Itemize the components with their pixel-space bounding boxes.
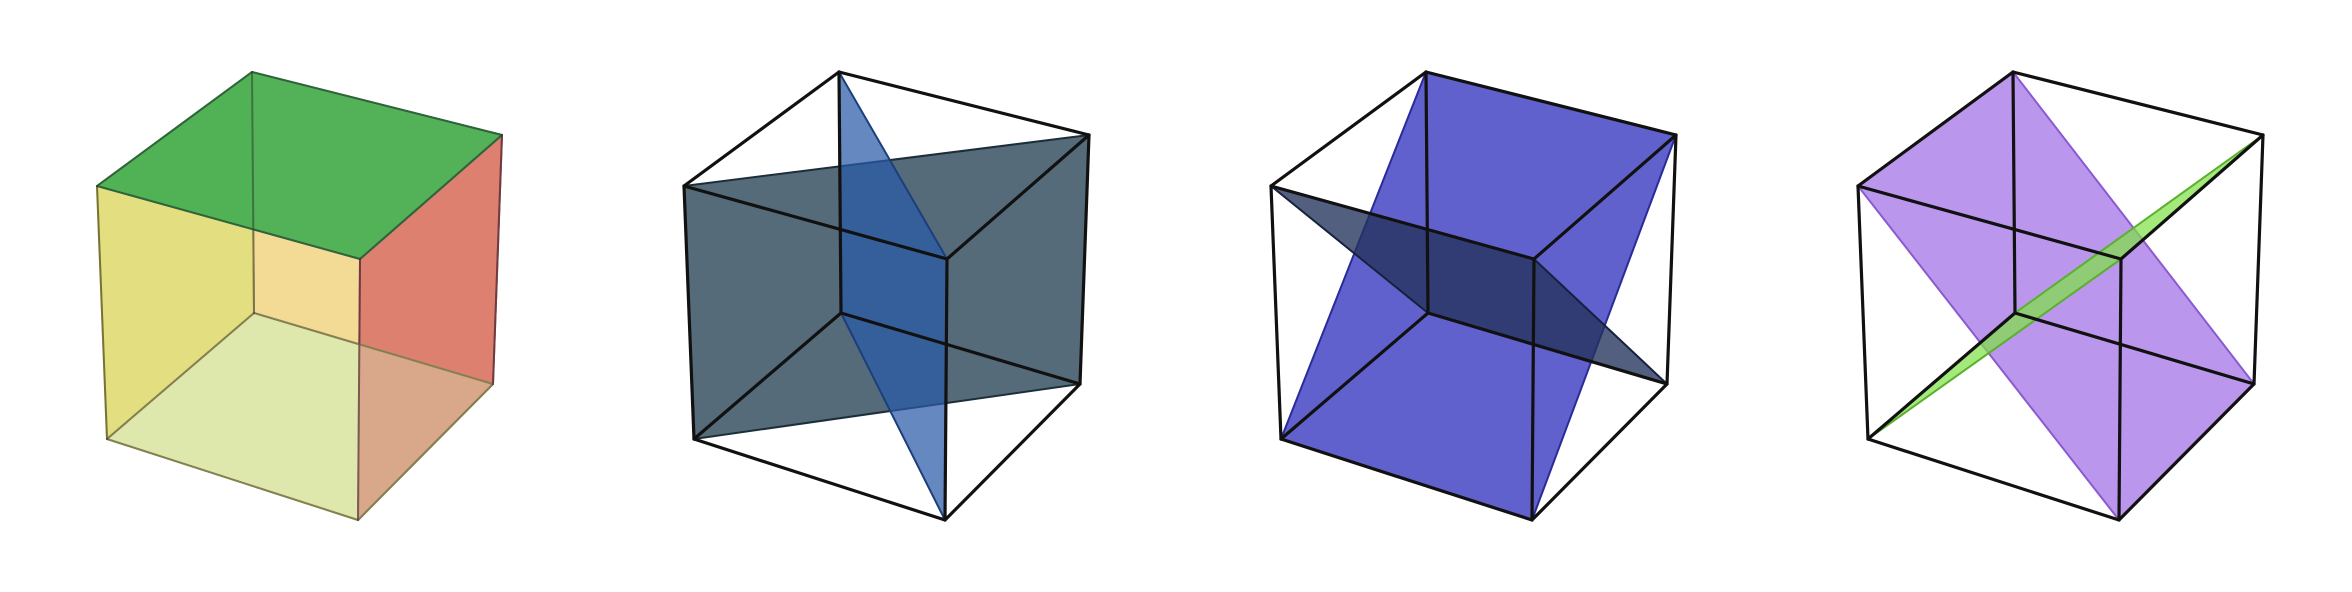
cube-edge [2011,70,2017,315]
cube-edge [1269,184,1536,261]
cube-edge [837,70,1091,137]
cube-edge [1426,311,1669,386]
cube-edge [1078,133,1091,386]
cube-edge [1279,437,1534,522]
cube-edge [1866,311,2017,441]
cube-edge [253,312,494,385]
cube-edge [943,382,1082,522]
cube-edge [682,70,841,188]
cube-edge [96,185,361,260]
cube-edge [1424,70,1678,137]
cube-colored-faces [96,71,503,521]
cube-edge [1269,70,1428,188]
cube-edge [1530,382,1669,522]
cube-edge [2252,133,2265,386]
cube-edge [96,185,108,440]
cube-edge [492,134,503,385]
cube-edge [357,383,494,521]
cube-edge [1856,184,2123,261]
cube-edge [692,437,947,522]
cube-edge [106,438,359,521]
cube-edge [1424,70,1430,315]
cube-edge [839,311,1082,386]
cube-edge [357,258,361,521]
cube-two-planes-purple [1856,70,2265,522]
cube-edge [359,134,503,260]
cube-edge [106,312,255,440]
front-bottom-overlay [106,312,494,521]
cube-two-planes [682,70,1091,522]
cube-edge [1269,184,1283,441]
cube-edge [2119,133,2265,261]
cube-two-planes-blue [1269,70,1678,522]
cube-edge [1856,70,2015,188]
top-face [96,71,503,260]
cube-edge [2117,257,2123,522]
vertical-diagonal-plane [838,71,948,521]
cube-edge [1530,257,1536,522]
cube-edge [2013,311,2256,386]
cube-edge [1532,133,1678,261]
cube-edge [2011,70,2265,137]
cube-edge [1856,184,1870,441]
cube-edge [1279,311,1430,441]
cube-edge [682,184,696,441]
cube-edge [2117,382,2256,522]
cube-edge [96,71,253,187]
cube-edge [943,257,949,522]
cube-edge [945,133,1091,261]
cube-edge [1866,437,2121,522]
cube-edge [837,70,843,315]
cube-edge [251,71,503,136]
cube-edge [251,71,255,314]
cube-edge [682,184,949,261]
cube-edge [1665,133,1678,386]
cube-edge [692,311,843,441]
